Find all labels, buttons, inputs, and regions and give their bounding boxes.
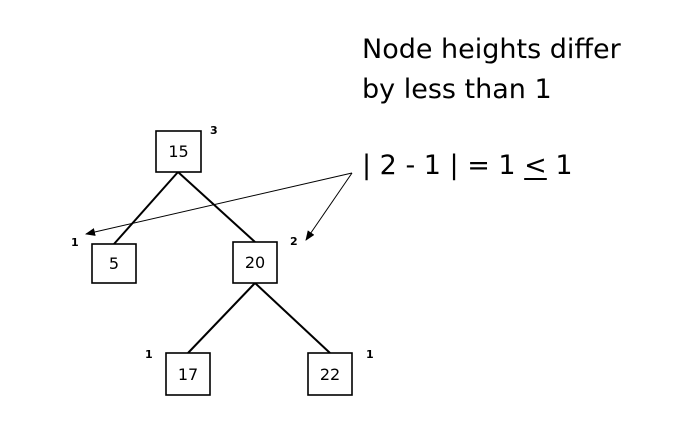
caption-line-2: by less than 1 — [362, 74, 552, 105]
node-height-label: 3 — [210, 124, 218, 137]
edge-15-20 — [177, 171, 256, 243]
height-pointer-arrows — [85, 172, 353, 241]
node-height-label: 1 — [366, 348, 374, 361]
tree-node: 20 2 — [232, 235, 298, 284]
edge-20-17 — [187, 282, 256, 354]
node-box — [91, 243, 137, 284]
equation-operator: < — [524, 150, 547, 181]
balance-rule-caption: Node heights differ by less than 1 — [362, 30, 621, 110]
tree-node: 5 1 — [71, 236, 137, 284]
node-box — [232, 241, 278, 284]
tree-node: 17 1 — [145, 348, 211, 396]
tree-node: 15 3 — [155, 124, 218, 173]
arrow-to-right-height — [305, 172, 353, 241]
arrow-to-left-height — [85, 172, 353, 236]
node-height-label: 1 — [145, 348, 153, 361]
node-value: 5 — [109, 254, 119, 273]
node-height-label: 2 — [290, 235, 298, 248]
balance-equation: | 2 - 1 | = 1 < 1 — [362, 146, 573, 186]
edge-15-5 — [113, 171, 179, 245]
edge-20-22 — [254, 282, 331, 354]
node-value: 22 — [320, 365, 340, 384]
node-value: 15 — [168, 142, 188, 161]
caption-line-1: Node heights differ — [362, 34, 621, 65]
node-box — [307, 352, 353, 396]
node-box — [165, 352, 211, 396]
equation-rhs: 1 — [546, 150, 573, 181]
equation-lhs: | 2 - 1 | = 1 — [362, 150, 525, 181]
tree-node: 22 1 — [307, 348, 374, 396]
node-box — [155, 130, 202, 173]
node-value: 17 — [178, 365, 198, 384]
tree-edges — [113, 171, 331, 354]
node-height-label: 1 — [71, 236, 79, 249]
node-value: 20 — [245, 253, 265, 272]
